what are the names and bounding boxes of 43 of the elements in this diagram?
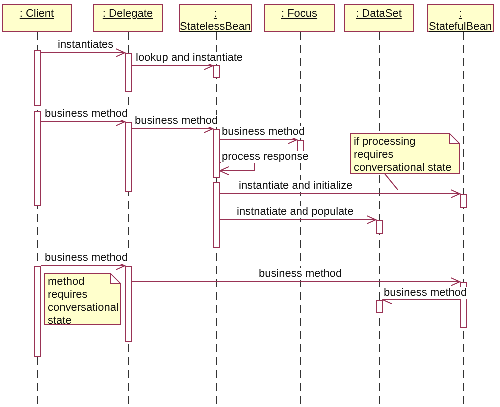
activation-bar bbox=[34, 266, 41, 357]
message-arrow bbox=[220, 216, 376, 224]
message-arrow bbox=[40, 118, 126, 126]
note-text: if processing requires conversational state bbox=[353, 135, 453, 176]
message-arrow bbox=[132, 62, 214, 70]
activation-bar bbox=[125, 266, 132, 342]
activation-bar bbox=[125, 122, 132, 192]
object-box: : DataSet bbox=[344, 4, 414, 32]
activation-bar bbox=[213, 182, 220, 248]
message-arrow bbox=[132, 278, 460, 286]
activation-bar bbox=[213, 129, 220, 178]
activation-bar bbox=[213, 65, 220, 78]
object-box: : StatelessBean bbox=[179, 4, 252, 32]
object-box: : Focus bbox=[264, 4, 335, 32]
edge-label: instnatiate and populate bbox=[236, 206, 355, 218]
edge-label: instantiate and initialize bbox=[238, 180, 354, 192]
activation-bar bbox=[34, 111, 41, 206]
message-arrow bbox=[132, 124, 214, 134]
message-arrow bbox=[40, 262, 126, 270]
edge-label: business method bbox=[44, 252, 130, 264]
edge-label: business method bbox=[258, 268, 344, 280]
edge-label: business method bbox=[221, 126, 306, 138]
leader-line bbox=[384, 174, 398, 190]
message-arrow bbox=[220, 190, 460, 198]
activation-bar bbox=[460, 194, 467, 208]
object-box: : Client bbox=[2, 4, 72, 32]
edge-label: business method bbox=[134, 115, 220, 127]
object-box: : StatefulBean bbox=[427, 4, 494, 32]
edge-label: business method bbox=[44, 108, 130, 120]
edge-label: instantiates bbox=[57, 39, 115, 51]
object-box: : Delegate bbox=[93, 4, 163, 32]
message-arrow bbox=[40, 48, 126, 58]
edge-label: business method bbox=[383, 287, 468, 299]
activation-bar bbox=[125, 53, 132, 92]
message-arrow bbox=[220, 162, 256, 176]
activation-bar bbox=[376, 220, 383, 234]
note-text: method requires conversational state bbox=[47, 275, 120, 329]
edge-label: process response bbox=[221, 151, 310, 163]
note bbox=[350, 133, 460, 174]
activation-bar bbox=[376, 300, 383, 313]
edge-label: lookup and instantiate bbox=[135, 52, 244, 64]
message-arrow bbox=[220, 136, 298, 144]
activation-bar bbox=[34, 50, 41, 106]
